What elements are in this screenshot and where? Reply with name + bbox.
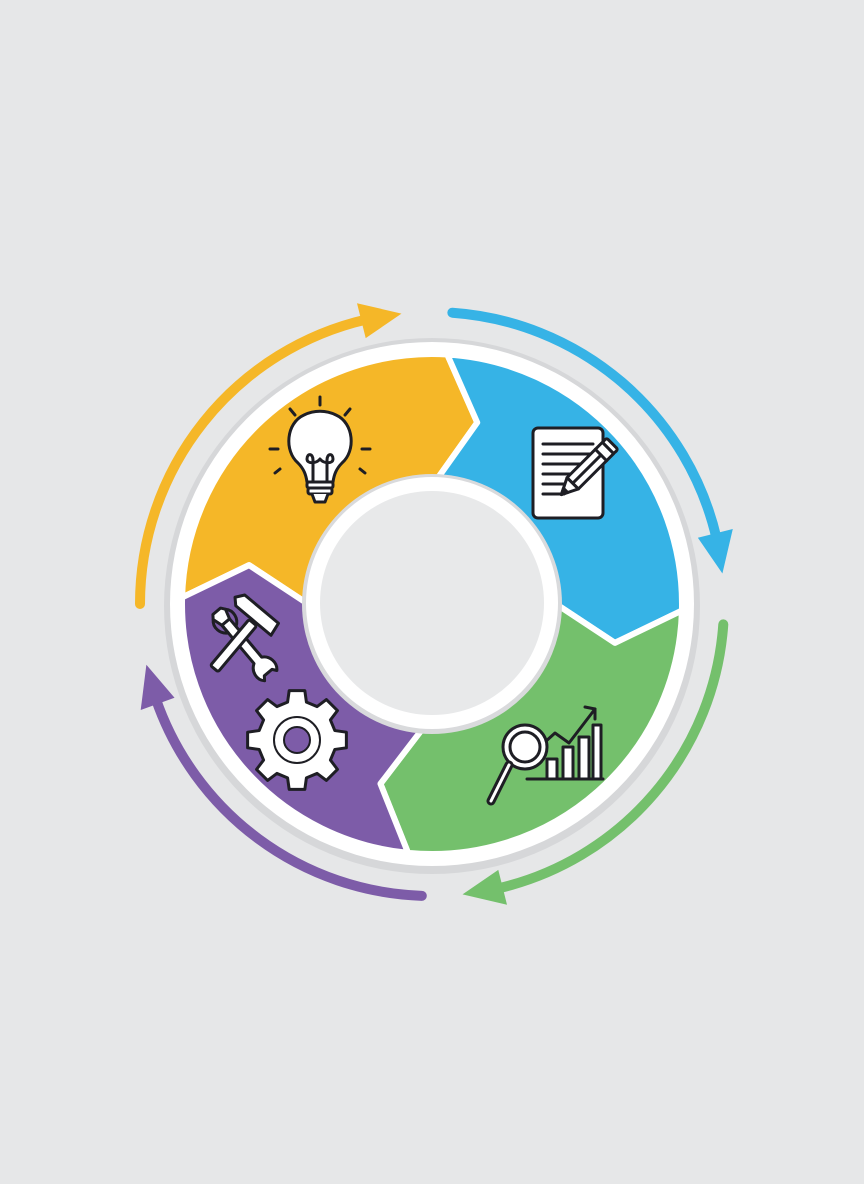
document-pencil-icon [531,426,619,520]
outer-arrowhead-1 [357,303,402,339]
tools-gear-icon [209,593,348,791]
center-circle [320,491,544,715]
outer-arrow-1 [135,314,372,609]
lightbulb-icon [268,395,372,504]
outer-arrow-2 [447,307,722,544]
outer-arrowhead-4 [140,664,175,711]
outer-arrowhead-3 [462,869,507,905]
outer-arrowhead-2 [697,529,733,574]
gear-icon [246,689,348,791]
hammer-icon [209,593,280,673]
magnifier-chart-icon [486,705,605,806]
outer-arrows [135,303,733,905]
outer-arrow-4 [150,694,427,901]
outer-arrow-3 [492,619,729,894]
